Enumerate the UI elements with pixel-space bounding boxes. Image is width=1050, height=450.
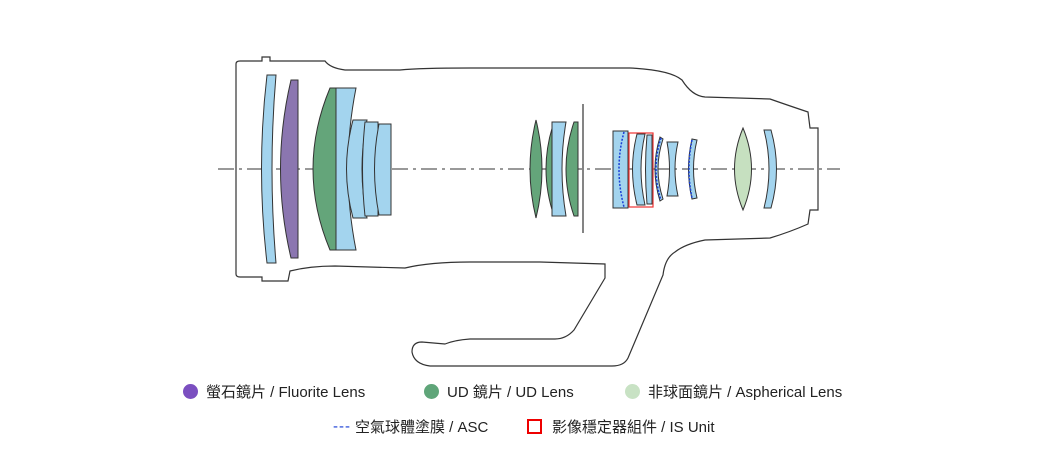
legend-asc: --- 空氣球體塗膜 / ASC xyxy=(333,416,488,437)
fluorite-swatch-icon xyxy=(183,384,198,399)
lens-standard xyxy=(374,123,392,216)
asc-coating xyxy=(618,131,625,208)
asc-coating xyxy=(688,139,693,199)
legend-aspherical-label: 非球面鏡片 / Aspherical Lens xyxy=(648,384,843,401)
lens-standard xyxy=(763,129,777,209)
asc-dash-icon: --- xyxy=(333,418,351,435)
legend-fluorite: 螢石鏡片 / Fluorite Lens xyxy=(183,381,365,402)
legend-is-label: 影像穩定器組件 / IS Unit xyxy=(552,419,715,436)
aspherical-swatch-icon xyxy=(625,384,640,399)
is-unit-swatch-icon xyxy=(527,419,542,434)
legend-fluorite-label: 螢石鏡片 / Fluorite Lens xyxy=(206,384,366,401)
is-unit-frame xyxy=(628,132,654,208)
lens-standard xyxy=(362,121,379,217)
rear-group xyxy=(612,126,777,212)
lens-standard xyxy=(261,74,277,264)
asc-coating xyxy=(655,137,662,201)
lens-ud xyxy=(565,121,579,217)
lens-standard xyxy=(551,121,567,217)
lens-standard xyxy=(666,141,679,197)
lens-ud xyxy=(312,87,337,251)
lens-standard xyxy=(645,134,653,205)
lens-ud xyxy=(529,119,543,219)
ud-swatch-icon xyxy=(424,384,439,399)
legend-ud-label: UD 鏡片 / UD Lens xyxy=(447,384,574,401)
legend-is-unit: 影像穩定器組件 / IS Unit xyxy=(527,416,715,437)
legend-aspherical: 非球面鏡片 / Aspherical Lens xyxy=(625,381,842,402)
lens-standard xyxy=(632,133,646,206)
lens-body-outline xyxy=(235,56,819,367)
legend-ud: UD 鏡片 / UD Lens xyxy=(424,381,574,402)
lens-aspherical xyxy=(734,126,752,212)
middle-group xyxy=(529,119,579,219)
legend-asc-label: 空氣球體塗膜 / ASC xyxy=(355,419,489,436)
front-group xyxy=(261,74,392,264)
lens-standard xyxy=(612,130,629,209)
lens-fluorite xyxy=(280,79,299,259)
